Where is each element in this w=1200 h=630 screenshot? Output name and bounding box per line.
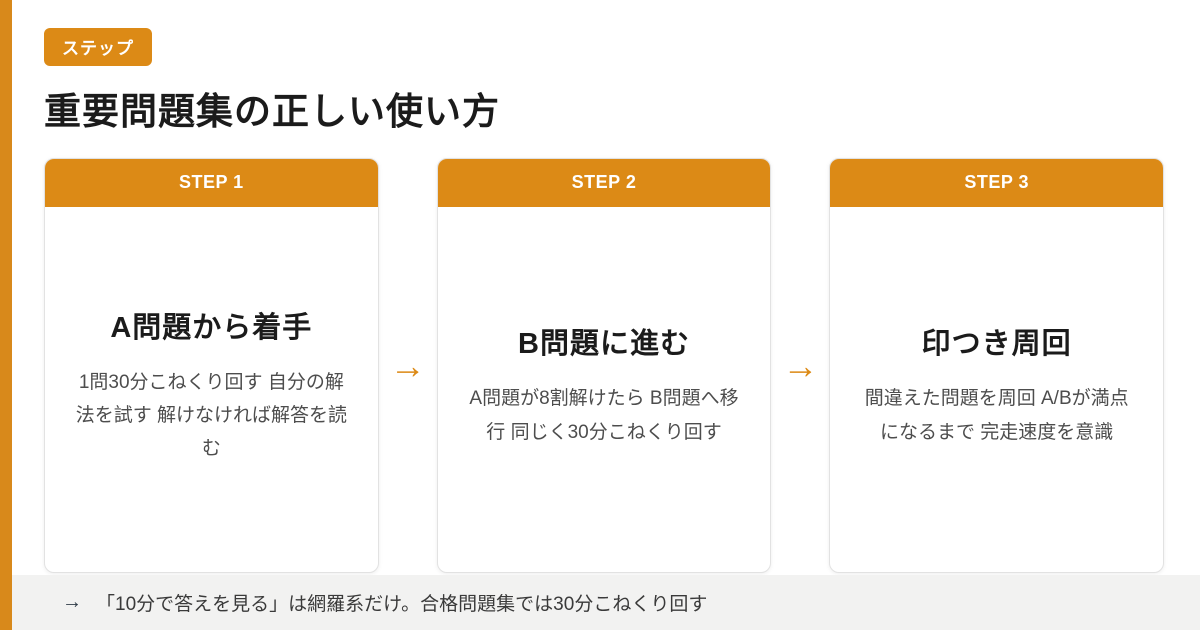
step-card-3: STEP 3 印つき周回 間違えた問題を周回 A/Bが満点になるまで 完走速度を… (829, 158, 1165, 573)
main-content: ステップ 重要問題集の正しい使い方 STEP 1 A問題から着手 1問30分こね… (12, 0, 1200, 573)
category-badge: ステップ (44, 28, 152, 66)
step-3-body: 印つき周回 間違えた問題を周回 A/Bが満点になるまで 完走速度を意識 (830, 207, 1163, 572)
footer-note-text: 「10分で答えを見る」は網羅系だけ。合格問題集では30分こねくり回す (96, 594, 708, 615)
step-3-description: 間違えた問題を周回 A/Bが満点になるまで 完走速度を意識 (864, 388, 1129, 443)
step-2-title: B問題に進む (518, 328, 690, 361)
arrow-right-icon: → (389, 344, 426, 386)
step-1-body: A問題から着手 1問30分こねくり回す 自分の解法を試す 解けなければ解答を読む (45, 207, 378, 572)
arrow-right-icon: → (782, 344, 819, 386)
step-2-description: A問題が8割解けたら B問題へ移行 同じく30分こねくり回す (469, 388, 739, 443)
page-title: 重要問題集の正しい使い方 (44, 91, 500, 132)
step-card-2: STEP 2 B問題に進む A問題が8割解けたら B問題へ移行 同じく30分こね… (436, 158, 772, 573)
step-1-header: STEP 1 (45, 159, 378, 207)
step-1-description: 1問30分こねくり回す 自分の解法を試す 解けなければ解答を読む (75, 371, 347, 460)
step-2-body: B問題に進む A問題が8割解けたら B問題へ移行 同じく30分こねくり回す (438, 207, 771, 572)
steps-row: STEP 1 A問題から着手 1問30分こねくり回す 自分の解法を試す 解けなけ… (44, 158, 1165, 573)
step-2-header: STEP 2 (437, 159, 771, 207)
footer-arrow-icon: → (62, 591, 82, 613)
step-3-title: 印つき周回 (921, 328, 1072, 361)
step-1-title: A問題から着手 (110, 311, 313, 344)
step-card-1: STEP 1 A問題から着手 1問30分こねくり回す 自分の解法を試す 解けなけ… (44, 158, 379, 573)
left-accent-strip (0, 0, 12, 630)
footer-note: → 「10分で答えを見る」は網羅系だけ。合格問題集では30分こねくり回す (12, 575, 1200, 630)
step-3-header: STEP 3 (830, 159, 1164, 207)
